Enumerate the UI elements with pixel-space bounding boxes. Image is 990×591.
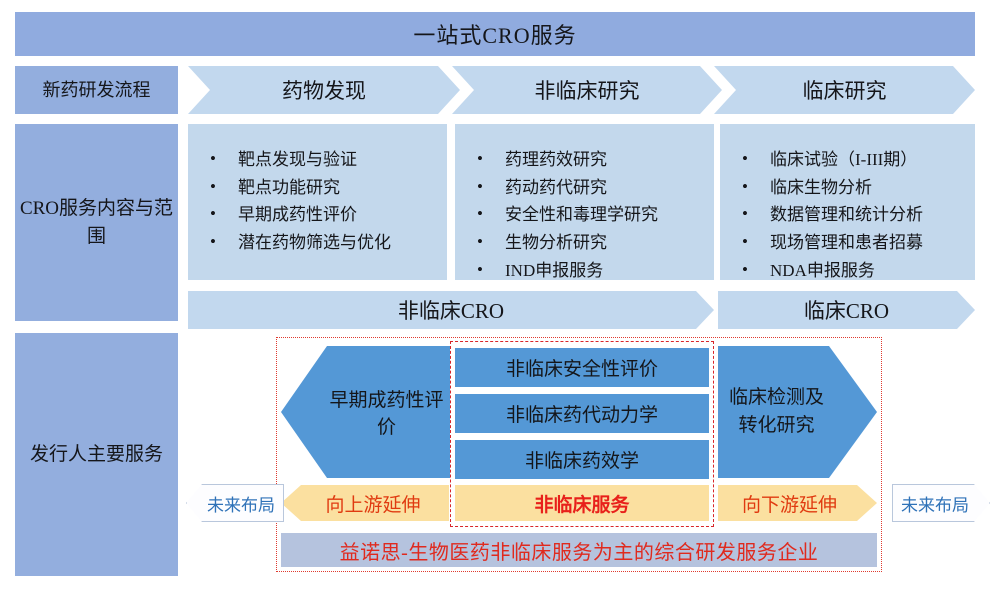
rail-label-process: 新药研发流程 [15,66,178,114]
rail-scope-text: CRO服务内容与范围 [19,197,174,247]
extension-nonclinical-service: 非临床服务 [455,485,709,521]
future-layout-left-tag: 未来布局 [186,484,284,522]
top-banner: 一站式CRO服务 [15,12,975,56]
list-item: 临床试验（I-III期） [732,145,965,174]
outer-dotted-highlight-frame [276,337,882,572]
issuer-arrow-clinical-line1: 临床检测及 [728,387,824,409]
issuer-bar-nonclinical-pk: 非临床药代动力学 [455,394,709,433]
scope-box-nonclinical: 药理药效研究 药动药代研究 安全性和毒理学研究 生物分析研究 IND申报服务 [455,124,714,283]
list-item: 现场管理和患者招募 [732,228,965,257]
rail-issuer-text: 发行人主要服务 [29,443,163,465]
scope-box-discovery: 靶点发现与验证 靶点功能研究 早期成药性评价 潜在药物筛选与优化 [188,124,447,280]
list-item: IND申报服务 [467,256,704,285]
list-item: 潜在药物筛选与优化 [200,228,437,257]
summary-bar: 益诺思-生物医药非临床服务为主的综合研发服务企业 [281,533,877,567]
cro-band-clinical: 临床CRO [718,291,975,329]
rail-label-scope: CRO服务内容与范围 [15,124,178,321]
list-item: 临床生物分析 [732,173,965,202]
list-item: 生物分析研究 [467,228,704,257]
process-chevron-nonclinical: 非临床研究 [452,66,722,114]
list-item: 数据管理和统计分析 [732,200,965,229]
issuer-bar-nonclinical-safety: 非临床安全性评价 [455,348,709,387]
issuer-bar-nonclinical-pd: 非临床药效学 [455,440,709,479]
list-item: 药理药效研究 [467,145,704,174]
scope-list-clinical: 临床试验（I-III期） 临床生物分析 数据管理和统计分析 现场管理和患者招募 … [732,145,965,285]
list-item: 安全性和毒理学研究 [467,200,704,229]
issuer-arrow-clinical-line2: 转化研究 [738,415,815,436]
inner-dashed-highlight-frame [450,341,714,527]
list-item: 靶点发现与验证 [200,145,437,174]
future-layout-right-tag: 未来布局 [892,484,990,522]
rail-label-issuer: 发行人主要服务 [15,333,178,576]
extension-downstream-arrow: 向下游延伸 [718,485,877,521]
list-item: NDA申报服务 [732,256,965,285]
scope-list-discovery: 靶点发现与验证 靶点功能研究 早期成药性评价 潜在药物筛选与优化 [200,145,437,257]
list-item: 早期成药性评价 [200,200,437,229]
cro-band-nonclinical: 非临床CRO [188,291,714,329]
process-chevron-discovery: 药物发现 [188,66,460,114]
extension-upstream-arrow: 向上游延伸 [281,485,449,521]
list-item: 靶点功能研究 [200,173,437,202]
scope-box-clinical: 临床试验（I-III期） 临床生物分析 数据管理和统计分析 现场管理和患者招募 … [720,124,975,283]
process-chevron-clinical: 临床研究 [714,66,975,114]
list-item: 药动药代研究 [467,173,704,202]
scope-list-nonclinical: 药理药效研究 药动药代研究 安全性和毒理学研究 生物分析研究 IND申报服务 [467,145,704,285]
